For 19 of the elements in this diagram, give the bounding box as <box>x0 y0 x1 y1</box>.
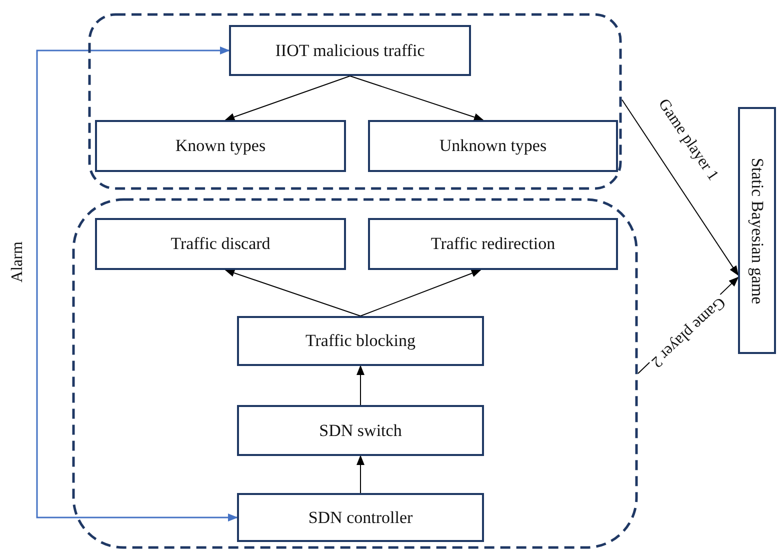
dashed-group-outline <box>88 13 622 190</box>
process-box: Traffic redirection <box>368 218 618 270</box>
process-box: Static Bayesian game <box>738 107 776 354</box>
arrow <box>36 46 238 522</box>
process-box: IIOT malicious traffic <box>229 25 471 76</box>
arrow <box>622 99 739 276</box>
arrow <box>356 365 364 406</box>
arrow <box>224 269 361 316</box>
process-box: Traffic blocking <box>237 316 484 366</box>
process-box: SDN switch <box>237 405 484 456</box>
process-box: Known types <box>95 120 346 172</box>
arrow <box>356 455 364 494</box>
process-box: Unknown types <box>368 120 618 172</box>
process-box: Traffic discard <box>95 218 346 270</box>
arrow <box>224 76 350 121</box>
arrow <box>360 269 482 316</box>
dashed-group-outline <box>72 198 638 549</box>
arrow <box>350 76 484 121</box>
process-box: SDN controller <box>237 493 484 542</box>
